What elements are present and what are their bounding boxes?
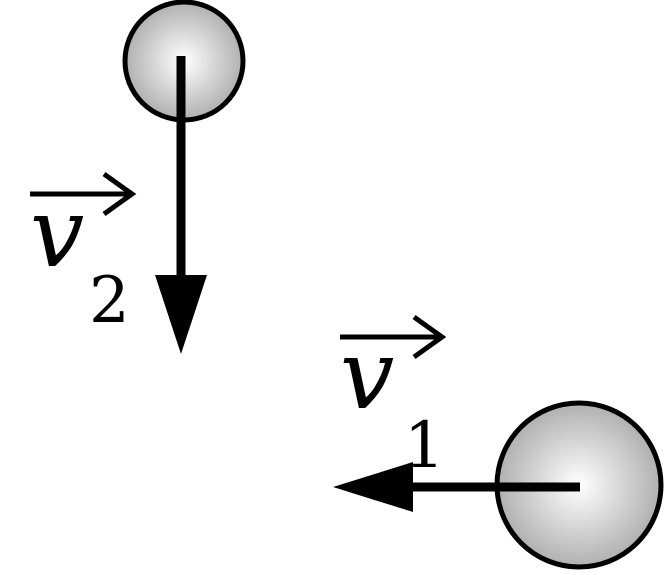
v1-letter: v (340, 319, 394, 431)
velocity-arrow-2 (155, 56, 207, 354)
label-v2: v 2 (30, 171, 137, 338)
v2-subscript: 2 (89, 264, 130, 338)
velocity-arrow-1 (333, 462, 580, 512)
label-v1: v 1 (340, 314, 447, 483)
v1-subscript: 1 (404, 409, 445, 483)
v2-letter: v (30, 177, 84, 289)
vector-overarrow-icon (30, 171, 137, 217)
vector-overarrow-icon (340, 314, 447, 360)
